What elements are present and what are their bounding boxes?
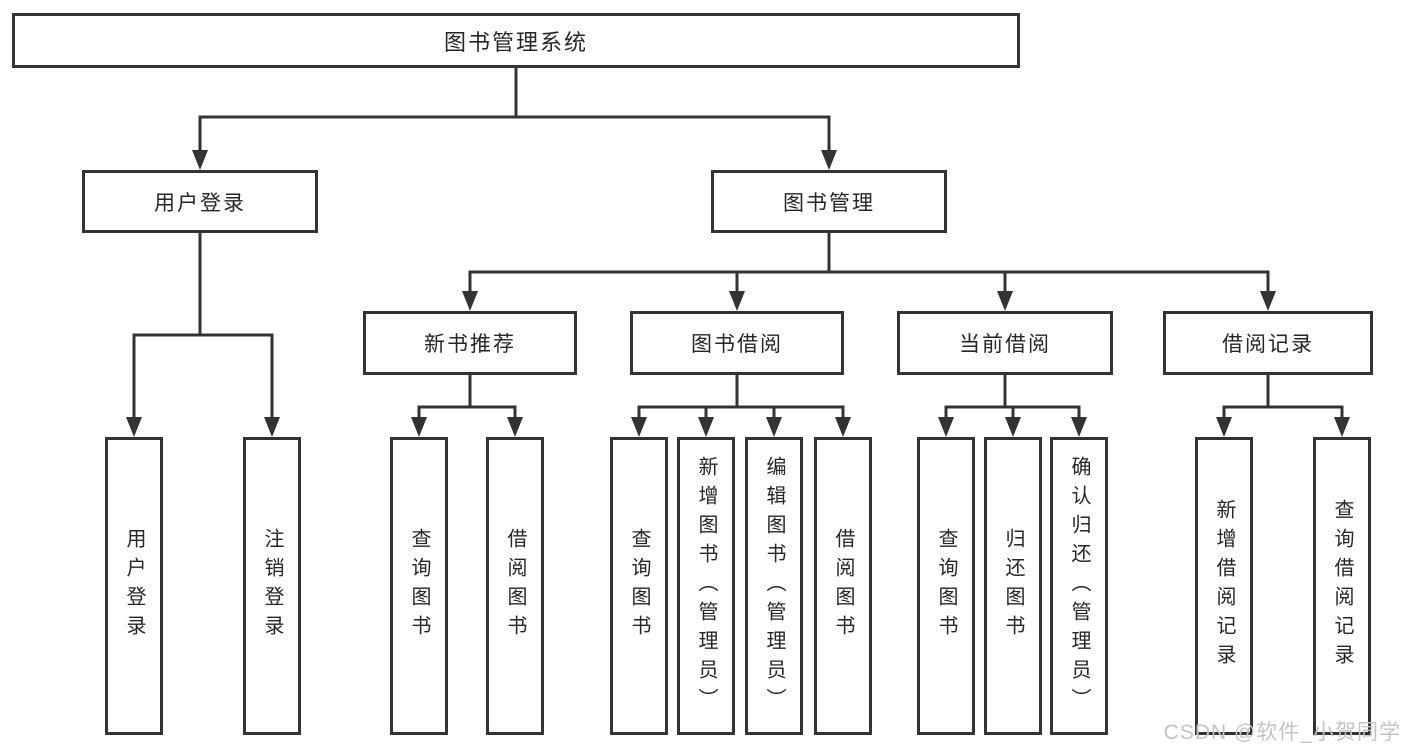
leaf-borrow-books-label: 借阅图书 [832,528,854,644]
node-current-borrow: 当前借阅 [897,311,1113,375]
leaf-confirm-return-admin: 确认归还（管理员） [1050,437,1108,735]
leaf-borrow-books-recommend: 借阅图书 [486,437,544,735]
node-borrow-record: 借阅记录 [1163,311,1373,375]
node-book-management: 图书管理 [711,170,947,233]
leaf-query-books-recommend: 查询图书 [390,437,448,735]
node-book-borrow-label: 图书借阅 [691,333,783,356]
leaf-user-login-label: 用户登录 [123,528,145,644]
node-book-management-label: 图书管理 [783,191,875,215]
leaf-query-books-borrow: 查询图书 [610,437,668,735]
leaf-query-books-current: 查询图书 [917,437,975,735]
node-user-login-label: 用户登录 [154,191,246,215]
arrowheads [126,150,1350,437]
leaf-query-borrow-record: 查询借阅记录 [1313,437,1371,735]
leaf-borrow-books-recommend-label: 借阅图书 [504,528,526,644]
leaf-edit-books-admin: 编辑图书（管理员） [745,437,803,735]
leaf-logout: 注销登录 [243,437,301,735]
leaf-add-borrow-record-label: 新增借阅记录 [1213,499,1235,673]
node-root-label: 图书管理系统 [443,29,588,55]
node-new-book-recommend: 新书推荐 [363,311,577,375]
leaf-add-books-admin: 新增图书（管理员） [677,437,735,735]
node-current-borrow-label: 当前借阅 [959,333,1051,356]
node-borrow-record-label: 借阅记录 [1222,333,1314,356]
csdn-watermark: CSDN @软件_小贺同学 [1163,721,1401,744]
leaf-query-books-recommend-label: 查询图书 [408,528,430,644]
node-book-borrow: 图书借阅 [630,311,844,375]
leaf-add-books-admin-label: 新增图书（管理员） [695,455,717,717]
leaf-query-books-borrow-label: 查询图书 [628,528,650,644]
leaf-user-login: 用户登录 [105,437,163,735]
leaf-edit-books-admin-label: 编辑图书（管理员） [763,455,785,717]
leaf-logout-label: 注销登录 [261,528,283,644]
leaf-query-books-current-label: 查询图书 [935,528,957,644]
node-new-book-recommend-label: 新书推荐 [424,333,516,356]
leaf-return-books: 归还图书 [984,437,1042,735]
leaf-return-books-label: 归还图书 [1002,528,1024,644]
leaf-borrow-books: 借阅图书 [814,437,872,735]
leaf-confirm-return-admin-label: 确认归还（管理员） [1068,455,1090,717]
leaf-add-borrow-record: 新增借阅记录 [1195,437,1253,735]
node-root: 图书管理系统 [12,13,1020,68]
leaf-query-borrow-record-label: 查询借阅记录 [1331,499,1353,673]
node-user-login: 用户登录 [82,170,318,233]
